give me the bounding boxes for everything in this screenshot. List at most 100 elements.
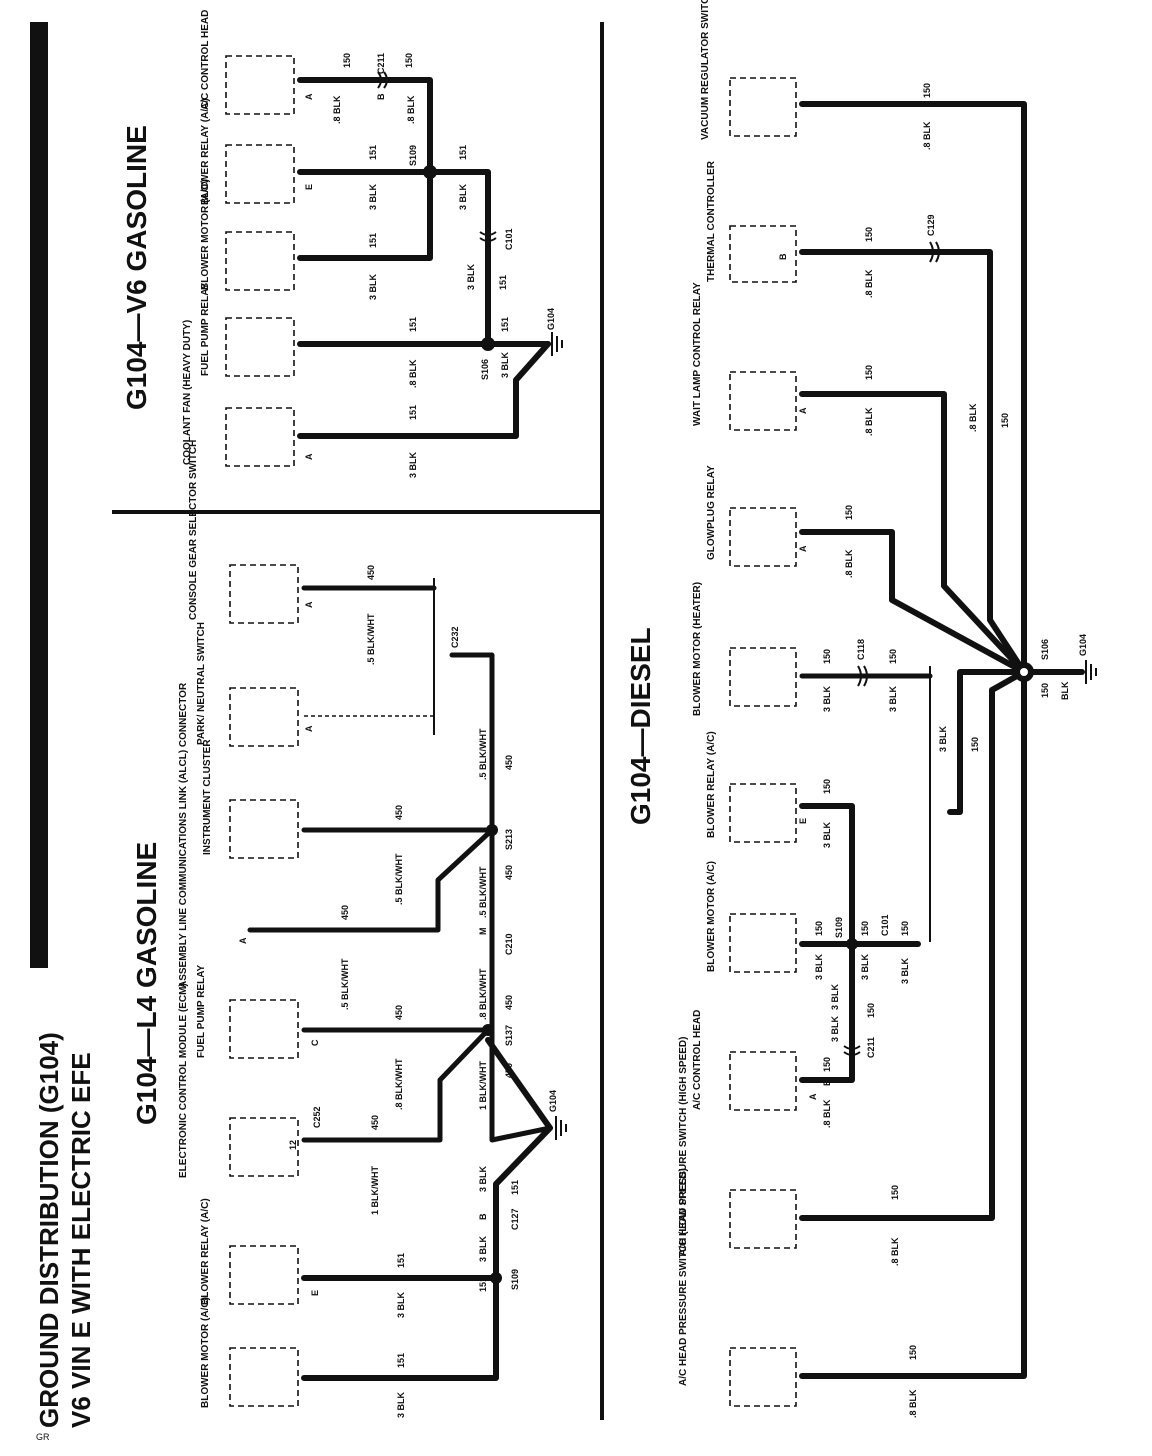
- d-blower-relay-box: [729, 783, 797, 843]
- l4-lbl-3blk-c: 3 BLK: [396, 1291, 406, 1318]
- d-label-ac-pressure-high: A/C HEAD PRESSURE SWITCH (HIGH SPEED): [678, 1037, 689, 1256]
- v6-lbl-3blk-e: 3 BLK: [500, 351, 510, 378]
- v6-fuel-pump-relay-box: [225, 317, 295, 377]
- l4-label-ecm: ELECTRONIC CONTROL MODULE (ECM): [178, 983, 189, 1178]
- d-lbl-8blk-f: .8 BLK: [822, 1099, 832, 1128]
- v6-lbl-g104: G104: [546, 308, 556, 330]
- l4-lbl-151-a: 151: [510, 1180, 520, 1195]
- diesel-section: VACUUM REGULATOR SWITCH THERMAL CONTROLL…: [678, 0, 1097, 1418]
- v6-lbl-c101: C101: [504, 228, 514, 250]
- v6-ground-icon: [551, 332, 563, 356]
- d-lbl-150-m: 150: [900, 921, 910, 936]
- l4-label-fuel-pump-relay: FUEL PUMP RELAY: [196, 965, 207, 1058]
- d-lbl-8blk-d: .8 BLK: [968, 403, 978, 432]
- l4-lbl-8blkwht-a: .8 BLK/WHT: [478, 968, 488, 1020]
- l4-lbl-3blk-a: 3 BLK: [478, 1165, 488, 1192]
- l4-lbl-5blkwht-e: .5 BLK/WHT: [340, 958, 350, 1010]
- d-label-glowplug: GLOWPLUG RELAY: [706, 465, 717, 560]
- v6-wire-ac-head: [297, 77, 433, 175]
- v6-label-ac-control-head: A/C CONTROL HEAD: [200, 10, 211, 110]
- v6-lbl-3blk-f: 3 BLK: [408, 451, 418, 478]
- l4-lbl-c210: C210: [504, 933, 514, 955]
- d-lbl-pin-b: B: [778, 253, 788, 260]
- l4-lbl-pin-e: E: [310, 1290, 320, 1296]
- l4-lbl-450-f: 450: [504, 995, 514, 1010]
- d-splice-s109: [846, 938, 858, 950]
- d-lbl-3blk-c: 3 BLK: [938, 725, 948, 752]
- v6-wire-coolant-fan: [297, 341, 551, 439]
- l4-blower-motor-box: [229, 1347, 299, 1407]
- l4-lbl-pin-m: M: [478, 928, 488, 936]
- l4-wire-alcl: [247, 827, 495, 933]
- v6-blower-relay-box: [225, 144, 295, 204]
- d-lbl-3blk-g: 3 BLK: [900, 957, 910, 984]
- d-label-blower-heater: BLOWER MOTOR (HEATER): [692, 582, 703, 716]
- l4-wire-blower-motor: [301, 1275, 499, 1381]
- v6-label-fuel-pump-relay: FUEL PUMP RELAY: [200, 283, 211, 376]
- l4-wire-ground: [485, 1037, 553, 1281]
- d-wire-heater-trunk: [947, 669, 1027, 815]
- l4-lbl-8blkwht-b: .8 BLK/WHT: [394, 1058, 404, 1110]
- v6-label-blower-motor: BLOWER MOTOR (A/C): [200, 179, 211, 290]
- l4-ground-icon: [555, 1116, 567, 1140]
- v6-section: A/C CONTROL HEAD BLOWER RELAY (A/C) BLOW…: [182, 10, 563, 478]
- l4-instrument-cluster-box: [229, 799, 299, 859]
- d-lbl-g104: G104: [1078, 634, 1088, 656]
- v6-lbl-151-g: 151: [408, 405, 418, 420]
- l4-lbl-c127: C127: [510, 1208, 520, 1230]
- d-lbl-3blk-h: 3 BLK: [830, 983, 840, 1010]
- l4-blower-relay-box: [229, 1245, 299, 1305]
- l4-lbl-s137: S137: [504, 1025, 514, 1046]
- l4-wire-ecm: [301, 1027, 491, 1143]
- l4-fuel-pump-relay-box: [229, 999, 299, 1059]
- l4-lbl-151-c: 151: [396, 1253, 406, 1268]
- d-label-vacuum: VACUUM REGULATOR SWITCH: [700, 0, 711, 140]
- d-lbl-pin-e: E: [798, 818, 808, 824]
- v6-lbl-3blk-a: 3 BLK: [368, 183, 378, 210]
- d-lbl-8blk-g: .8 BLK: [890, 1237, 900, 1266]
- v6-lbl-150-b: 150: [404, 53, 414, 68]
- l4-lbl-pin-a3: A: [238, 937, 248, 944]
- l4-label-blower-motor: BLOWER MOTOR (A/C): [200, 1297, 211, 1408]
- d-lbl-3blk-i: 3 BLK: [830, 1015, 840, 1042]
- v6-lbl-8blk-b: .8 BLK: [406, 95, 416, 124]
- d-lbl-pin-a1: A: [798, 407, 808, 414]
- d-wire-ac-high: [799, 669, 1027, 1221]
- section-title-v6: G104—V6 GASOLINE: [121, 125, 152, 410]
- v6-splice-s109: [423, 165, 437, 179]
- v6-lbl-pin-a: A: [304, 93, 314, 100]
- l4-splice-s213: [486, 824, 498, 836]
- l4-lbl-1blkwht-b: 1 BLK/WHT: [370, 1166, 380, 1215]
- v6-connector-c101: [479, 231, 497, 242]
- l4-lbl-151-d: 151: [396, 1353, 406, 1368]
- l4-label-console-gear: CONSOLE GEAR SELECTOR SWITCH: [188, 440, 199, 620]
- l4-lbl-450-i: 450: [370, 1115, 380, 1130]
- v6-lbl-pin-a2: A: [304, 453, 314, 460]
- d-ac-control-head-box: [729, 1051, 797, 1111]
- d-ac-pressure-low-box: [729, 1347, 797, 1407]
- l4-lbl-450-h: 450: [504, 1063, 514, 1078]
- v6-lbl-151-b: 151: [458, 145, 468, 160]
- d-lbl-150-p: 150: [890, 1185, 900, 1200]
- d-wire-ac-low: [799, 669, 1027, 1379]
- l4-lbl-pin-a2: A: [304, 725, 314, 732]
- d-lbl-c129: C129: [926, 214, 936, 236]
- v6-coolant-fan-box: [225, 407, 295, 467]
- l4-label-park-neutral: PARK/ NEUTRAL SWITCH: [196, 622, 207, 745]
- v6-lbl-pin-b: B: [376, 93, 386, 100]
- v6-lbl-c211: C211: [376, 53, 386, 74]
- v6-lbl-151-d: 151: [498, 275, 508, 290]
- d-glowplug-box: [729, 507, 797, 567]
- v6-lbl-151-f: 151: [500, 317, 510, 332]
- v6-lbl-151-e: 151: [408, 317, 418, 332]
- v6-connector-c211: [377, 71, 388, 89]
- d-lbl-8blk-a: .8 BLK: [922, 121, 932, 150]
- l4-section: CONSOLE GEAR SELECTOR SWITCH PARK/ NEUTR…: [178, 440, 567, 1418]
- l4-lbl-s109: S109: [510, 1269, 520, 1290]
- d-lbl-8blk-h: .8 BLK: [908, 1389, 918, 1418]
- d-lbl-150-b: 150: [864, 227, 874, 242]
- d-splice-s106-inner: [1020, 668, 1028, 676]
- l4-lbl-450-d: 450: [504, 865, 514, 880]
- v6-lbl-s109: S109: [408, 145, 418, 166]
- l4-lbl-g104: G104: [548, 1090, 558, 1112]
